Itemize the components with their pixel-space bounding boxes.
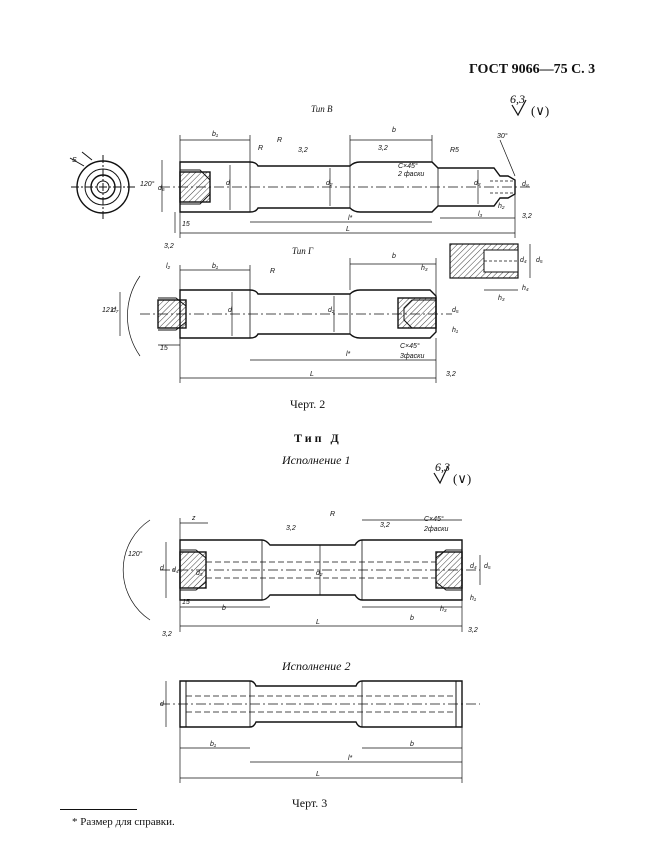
- svg-text:h₄: h₄: [522, 285, 529, 292]
- type-v-shaft: [160, 161, 530, 213]
- svg-text:b: b: [392, 253, 396, 260]
- svg-text:30°: 30°: [497, 132, 508, 140]
- roughness-mark-icon: [433, 99, 527, 485]
- ispolnenie-1-label: Исполнение 1: [282, 453, 351, 467]
- svg-text:3,2: 3,2: [298, 147, 308, 154]
- svg-text:d₄: d₄: [172, 567, 179, 574]
- ispolnenie-2-label: Исполнение 2: [282, 659, 351, 673]
- svg-text:h₁: h₁: [452, 327, 459, 334]
- svg-text:d: d: [160, 565, 165, 572]
- svg-text:b₁: b₁: [212, 263, 219, 270]
- svg-text:b₁: b₁: [210, 741, 217, 748]
- fig3-caption: Черт. 3: [292, 796, 328, 810]
- svg-text:C×45°: C×45°: [424, 515, 444, 523]
- svg-text:b: b: [392, 127, 396, 134]
- svg-text:L: L: [316, 771, 320, 778]
- svg-text:d₅: d₅: [536, 257, 543, 264]
- svg-text:h₂: h₂: [498, 203, 505, 210]
- svg-text:R5: R5: [450, 147, 459, 154]
- svg-text:R: R: [258, 145, 263, 152]
- type-v-dimensions: [161, 135, 516, 238]
- type-g-section-view: [449, 243, 531, 291]
- svg-text:d₅: d₅: [452, 307, 459, 314]
- type-d-ver2-shaft: [160, 680, 480, 728]
- fig2-dim-labels: b₁ b R R R5 30° 3,2 3,2 C×45° 2 фаски d …: [72, 127, 543, 378]
- fig3-roughness-paren: (∨): [453, 471, 472, 486]
- svg-text:C×45°: C×45°: [400, 342, 420, 350]
- svg-text:L: L: [310, 371, 314, 378]
- svg-text:d₃: d₃: [474, 180, 481, 187]
- svg-text:15: 15: [160, 345, 168, 352]
- svg-text:R: R: [277, 137, 282, 144]
- type-d-title: Тип Д: [294, 431, 342, 445]
- svg-text:d: d: [226, 180, 231, 187]
- svg-text:15: 15: [182, 599, 190, 606]
- type-d-ver1-dimensions: [165, 518, 481, 632]
- svg-text:R: R: [270, 268, 275, 275]
- svg-text:3,2: 3,2: [522, 213, 532, 220]
- svg-text:L: L: [316, 619, 320, 626]
- svg-text:d₂: d₂: [328, 307, 335, 314]
- type-g-dimensions: [119, 258, 437, 383]
- svg-text:b: b: [410, 741, 414, 748]
- svg-text:3,2: 3,2: [162, 631, 172, 638]
- svg-text:3фаски: 3фаски: [400, 353, 424, 360]
- svg-text:h₃: h₃: [440, 606, 447, 613]
- svg-text:L: L: [346, 226, 350, 233]
- svg-text:l*: l*: [346, 351, 351, 358]
- svg-text:d₇: d₇: [112, 307, 119, 314]
- svg-text:h₁: h₁: [470, 595, 477, 602]
- type-g-label: Тип Г: [292, 246, 314, 256]
- type-g-shaft: [127, 275, 452, 357]
- fig2-roughness-value: 6,3: [510, 92, 525, 106]
- svg-text:b₁: b₁: [212, 131, 219, 138]
- svg-text:3,2: 3,2: [380, 522, 390, 529]
- svg-text:15: 15: [182, 221, 190, 228]
- svg-text:C×45°: C×45°: [398, 162, 418, 170]
- svg-text:b: b: [410, 615, 414, 622]
- type-d-ver2-dimensions: [165, 681, 463, 783]
- svg-text:3,2: 3,2: [286, 525, 296, 532]
- svg-text:S: S: [72, 157, 77, 164]
- svg-text:3,2: 3,2: [446, 371, 456, 378]
- svg-text:R: R: [330, 511, 335, 518]
- svg-text:d₈: d₈: [522, 181, 529, 188]
- svg-text:l*: l*: [348, 755, 353, 762]
- svg-text:d₅: d₅: [484, 563, 491, 570]
- svg-text:d₃: d₃: [196, 570, 203, 577]
- svg-text:h₃: h₃: [421, 265, 428, 272]
- svg-text:120°: 120°: [128, 550, 143, 558]
- type-v-label: Тип В: [311, 104, 333, 114]
- svg-text:3,2: 3,2: [378, 145, 388, 152]
- svg-text:3,2: 3,2: [468, 627, 478, 634]
- svg-text:d₆: d₆: [158, 185, 165, 192]
- fig2-roughness-paren: (∨): [531, 103, 550, 118]
- svg-text:l*: l*: [348, 215, 353, 222]
- svg-text:121°: 121°: [102, 306, 117, 314]
- svg-text:2фаски: 2фаски: [423, 526, 448, 533]
- svg-text:l₂: l₂: [166, 263, 171, 270]
- fig3-dim-labels: z R 3,2 3,2 C×45° 2фаски 120° d d₄ d₃ d₂…: [128, 511, 491, 778]
- fig2-caption: Черт. 2: [290, 397, 326, 411]
- standard-header: ГОСТ 9066—75 С. 3: [469, 62, 596, 77]
- svg-text:l₃: l₃: [478, 211, 483, 218]
- type-v-end-view: [69, 151, 135, 219]
- svg-text:d₄: d₄: [470, 563, 477, 570]
- svg-text:120°: 120°: [140, 180, 155, 188]
- svg-text:d₂: d₂: [326, 180, 333, 187]
- svg-text:d: d: [228, 307, 233, 314]
- svg-text:d: d: [160, 701, 165, 708]
- svg-text:z: z: [191, 515, 196, 522]
- svg-text:d₄: d₄: [520, 257, 527, 264]
- svg-text:h₃: h₃: [498, 295, 505, 302]
- svg-text:2 фаски: 2 фаски: [397, 171, 424, 178]
- footnote-text: * Размер для справки.: [72, 816, 175, 828]
- svg-text:3,2: 3,2: [164, 243, 174, 250]
- footnote-rule: [60, 809, 137, 810]
- svg-text:d₂: d₂: [316, 570, 323, 577]
- svg-text:b: b: [222, 605, 226, 612]
